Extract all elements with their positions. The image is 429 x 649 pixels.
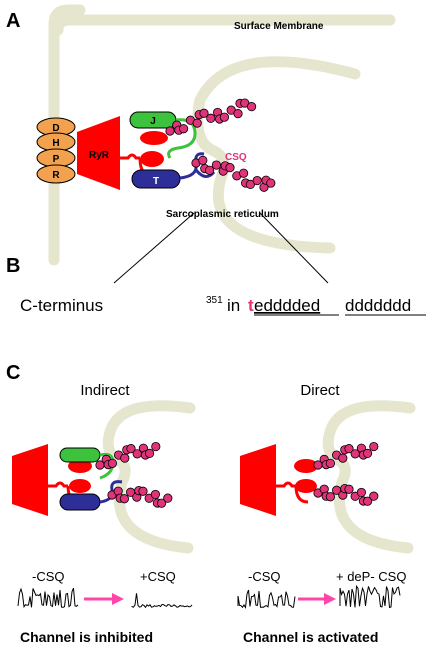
triadin: [131, 152, 216, 189]
csq-bead: [247, 102, 257, 112]
csq-bead: [369, 441, 379, 452]
csq-bead: [266, 178, 276, 188]
csq-bead: [163, 493, 173, 503]
csq-bead: [150, 489, 160, 500]
csq-bead: [325, 458, 335, 468]
right-before-label: -CSQ: [248, 569, 281, 584]
csq-polymer: [107, 485, 173, 508]
zoom-line-left: [113, 212, 195, 284]
csq-bead: [165, 126, 175, 136]
left-after-label: +CSQ: [140, 569, 176, 584]
csq-bead: [179, 124, 189, 134]
sequence-highlight-t: t: [248, 296, 254, 315]
csq-bead: [119, 494, 130, 504]
csq-polymer: [191, 155, 276, 192]
channel-trace-right-before: [237, 589, 296, 610]
indirect-triadin: [59, 480, 123, 511]
dhpr-letter-h: H: [52, 138, 59, 149]
channel-trace-left-after: [131, 593, 193, 609]
csq-bead: [206, 113, 216, 123]
csq-bead: [362, 496, 373, 506]
left-result: Channel is inhibited: [20, 629, 153, 645]
sequence-acidic-run-2: ddddddd: [345, 296, 411, 315]
csq-bead: [219, 112, 229, 122]
junctin-label: J: [150, 116, 156, 127]
csq-label: CSQ: [225, 152, 247, 163]
csq-bead: [233, 109, 243, 119]
channel-trace-left-before: [17, 587, 79, 609]
csq-polymer: [313, 483, 379, 506]
csq-bead: [245, 179, 255, 189]
csq-bead: [239, 168, 249, 178]
csq-bead: [338, 453, 348, 463]
surface-membrane-label: Surface Membrane: [234, 21, 324, 32]
csq-bead: [138, 486, 148, 496]
csq-bead: [225, 163, 235, 173]
csq-bead: [369, 491, 379, 501]
right-result: Channel is activated: [243, 629, 378, 645]
left-before-label: -CSQ: [32, 569, 65, 584]
csq-bead: [151, 441, 161, 452]
right-after-label: + deP- CSQ: [336, 569, 406, 584]
dhpr-letter-p: P: [53, 154, 60, 165]
sequence-acidic-run-1: edddded: [254, 296, 320, 315]
csq-bead: [145, 448, 155, 458]
csq-bead: [192, 118, 202, 128]
channel-trace-right-after: [339, 584, 401, 609]
csq-bead: [120, 453, 130, 463]
csq-bead: [344, 484, 354, 494]
csq-bead: [325, 492, 335, 502]
csq-polymer: [165, 98, 257, 136]
csq-bead: [107, 458, 118, 468]
zoom-line-right: [259, 212, 329, 284]
direct-sr-membrane: [322, 400, 416, 554]
dhpr-complex: [36, 117, 76, 184]
dhpr-letter-d: D: [52, 123, 59, 134]
csq-bead: [362, 448, 373, 458]
csq-polymer: [313, 441, 379, 470]
indirect-title: Indirect: [80, 382, 130, 399]
direct-title: Direct: [300, 382, 340, 399]
ryr-label: RyR: [89, 150, 110, 161]
sarcoplasmic-reticulum-label: Sarcoplasmic reticulum: [166, 209, 279, 220]
csq-polymer: [95, 441, 161, 470]
arrow-right: [298, 593, 336, 605]
sarcoplasmic-reticulum-membrane: [192, 56, 361, 254]
arrow-left: [84, 593, 124, 605]
csq-bead: [211, 160, 221, 170]
residue-number: 351: [206, 295, 223, 306]
csq-bead: [199, 108, 209, 118]
csq-bead: [252, 175, 262, 186]
dhpr-letter-r: R: [52, 170, 60, 181]
c-terminus-label: C-terminus: [20, 296, 103, 315]
csq-bead: [198, 155, 208, 165]
indirect-sr-membrane: [102, 400, 196, 554]
csq-bead: [126, 444, 136, 454]
csq-bead: [157, 498, 167, 508]
triadin-label: T: [153, 176, 159, 187]
panel-a-letter: A: [6, 10, 20, 32]
panel-b-letter: B: [6, 255, 20, 277]
direct-ryr: [240, 444, 318, 516]
panel-c-letter: C: [6, 362, 20, 384]
csq-bead: [356, 487, 366, 498]
sequence-prefix: in: [227, 296, 240, 315]
csq-bead: [344, 444, 354, 454]
csq-bead: [205, 165, 215, 175]
